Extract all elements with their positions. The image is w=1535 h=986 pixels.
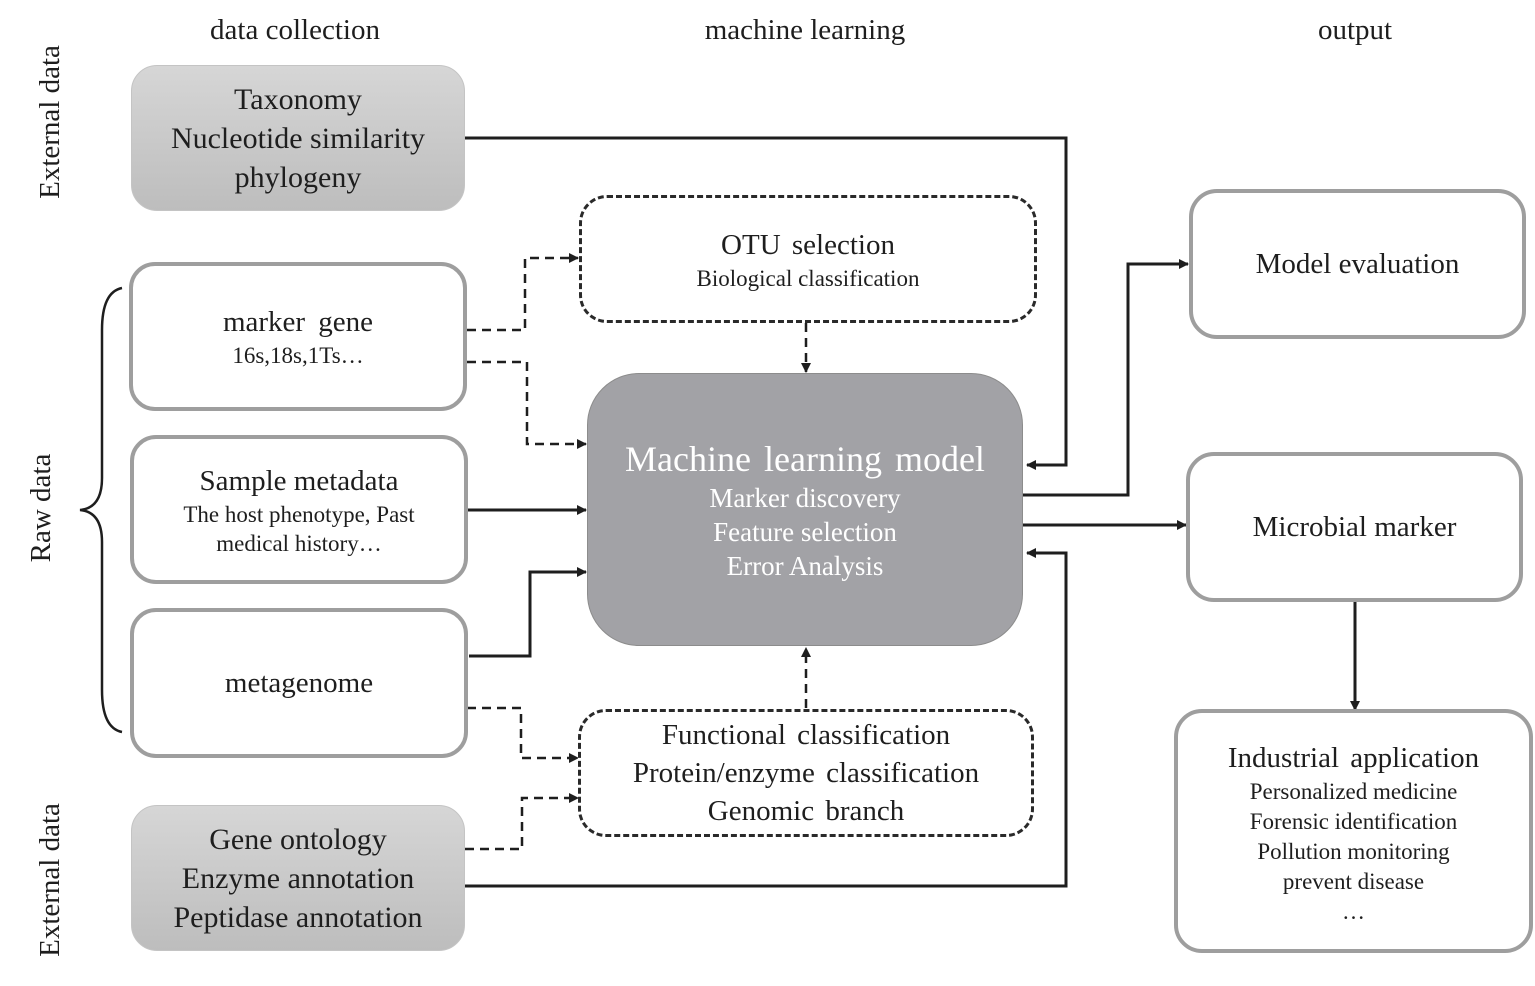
external-bottom-line: Gene ontology — [209, 822, 387, 856]
industrial-item: Personalized medicine — [1249, 779, 1458, 804]
connector-metagenome-to-functional — [467, 706, 579, 763]
sample-metadata-subtitle: medical history… — [216, 530, 382, 556]
sample-metadata-box: Sample metadata The host phenotype, Past… — [130, 435, 468, 584]
sample-metadata-title: Sample metadata — [199, 464, 399, 497]
external-bottom-line: Enzyme annotation — [181, 861, 415, 895]
connector-external-bottom-to-functional — [465, 793, 579, 851]
external-bottom-line: Peptidase annotation — [173, 900, 423, 934]
functional-classification-box: Functional classification Protein/enzyme… — [578, 709, 1034, 837]
marker-gene-subtitle: 16s,18s,1Ts… — [232, 343, 364, 368]
header-output: output — [1317, 14, 1393, 46]
industrial-title: Industrial application — [1227, 742, 1480, 774]
industrial-item: Pollution monitoring — [1257, 839, 1450, 864]
header-data-collection: data collection — [210, 14, 380, 46]
connector-marker-to-otu — [467, 253, 579, 332]
ml-model-title: Machine learning model — [625, 438, 985, 479]
raw-data-brace — [79, 286, 123, 734]
otu-title: OTU selection — [721, 228, 895, 261]
functional-line: Protein/enzyme classification — [632, 757, 980, 789]
metagenome-box: metagenome — [130, 608, 468, 758]
microbial-marker-box: Microbial marker — [1186, 452, 1523, 602]
external-top-line: Nucleotide similarity — [170, 121, 426, 155]
industrial-item: … — [1342, 899, 1365, 924]
connector-marker-to-ml — [467, 360, 587, 449]
external-top-line: phylogeny — [234, 160, 362, 194]
functional-line: Functional classification — [661, 719, 951, 751]
header-machine-learning: machine learning — [704, 14, 906, 46]
connector-metagenome-to-ml — [469, 567, 587, 658]
connector-external-bottom-to-ml — [465, 548, 1068, 888]
industrial-application-box: Industrial application Personalized medi… — [1174, 709, 1533, 953]
ml-model-box: Machine learning model Marker discovery … — [587, 373, 1023, 646]
external-top-line: Taxonomy — [234, 82, 362, 116]
ml-model-item: Error Analysis — [726, 550, 884, 581]
external-data-bottom-box: Gene ontology Enzyme annotation Peptidas… — [131, 805, 465, 951]
industrial-item: prevent disease — [1282, 869, 1425, 894]
ml-model-item: Marker discovery — [709, 482, 901, 513]
marker-gene-title: marker gene — [222, 306, 374, 338]
metagenome-title: metagenome — [224, 667, 374, 699]
connector-external-top-to-ml — [465, 136, 1068, 470]
otu-subtitle: Biological classification — [696, 265, 920, 291]
otu-selection-box: OTU selection Biological classification — [579, 195, 1037, 323]
model-evaluation-label: Model evaluation — [1255, 248, 1460, 280]
ml-model-item: Feature selection — [713, 516, 897, 547]
marker-gene-box: marker gene 16s,18s,1Ts… — [129, 262, 467, 411]
microbial-marker-label: Microbial marker — [1252, 511, 1457, 543]
external-data-top-box: Taxonomy Nucleotide similarity phylogeny — [131, 65, 465, 211]
sample-metadata-subtitle: The host phenotype, Past — [183, 501, 415, 527]
model-evaluation-box: Model evaluation — [1189, 189, 1526, 339]
functional-line: Genomic branch — [707, 795, 905, 827]
industrial-item: Forensic identification — [1249, 809, 1458, 834]
connector-ml-to-evaluation — [1023, 259, 1189, 497]
